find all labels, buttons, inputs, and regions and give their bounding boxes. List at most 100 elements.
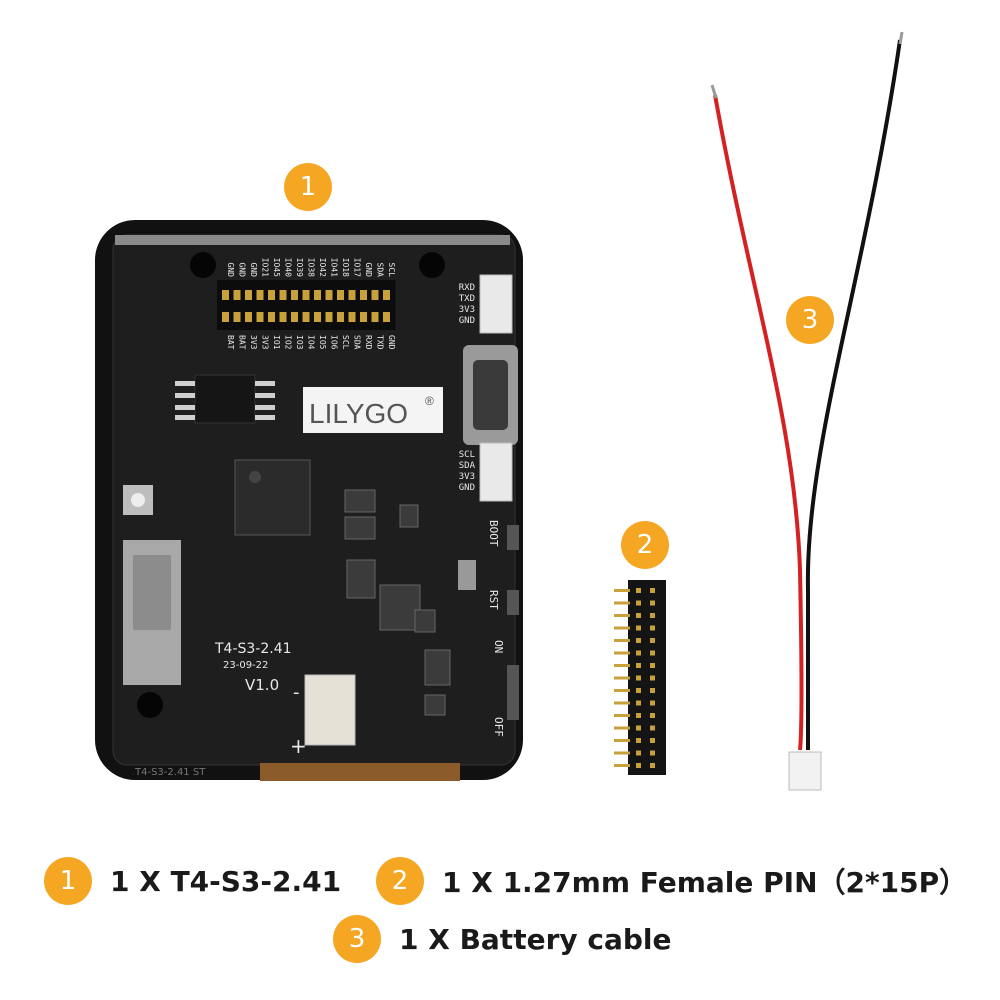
gold-pin [614,701,630,705]
i2c-connector [479,442,513,502]
model-silkscreen: T4-S3-2.41 [214,641,292,657]
pin-label: IO42 [318,258,327,277]
jst-plug [788,751,822,791]
pin-label: IO39 [295,258,304,277]
gold-pin [636,700,641,706]
gold-pin [636,625,641,631]
pin-label: RXD [364,335,373,350]
gold-pin [650,750,655,756]
gold-pin [614,626,630,630]
gold-pin [636,650,641,656]
pin-label: IO18 [341,258,350,277]
pin-label: IO5 [318,335,327,350]
gold-pin [650,588,655,593]
pin-label: GND [364,263,373,278]
rst-button [507,590,519,615]
edge-label: ON [492,640,505,653]
gold-pin [636,725,641,731]
gold-pin [614,751,630,755]
pin-label: IO3 [295,335,304,350]
flash-chip [194,374,256,424]
edge-label: OFF [492,717,505,737]
caption-text-1: 1 X T4-S3-2.41 [110,864,342,898]
caption-item-2: 2 1 X 1.27mm Female PIN（2*15P） [376,857,967,905]
gold-pin [636,663,641,668]
bottom-edge-text: T4-S3-2.41 ST [134,767,206,778]
gold-pin [650,638,655,643]
gold-pin [650,738,655,743]
caption-badge-2: 2 [376,857,424,905]
female-header-pins [614,588,655,768]
pin-label: SCL [387,263,396,278]
gold-pin [636,688,641,693]
pin-label: GND [238,263,247,278]
lilygo-logo-plate [303,387,443,433]
black-wire [805,39,902,750]
lilygo-logo: LILYGO [309,398,408,429]
gold-pin [614,601,630,605]
board-top-rail [115,235,510,245]
gold-pin [614,639,630,642]
connector-pin-label: TXD [459,294,475,304]
gold-pin [614,651,630,655]
gold-pin [650,650,655,656]
gold-pin [614,589,630,592]
gold-pin [650,675,655,681]
gold-pin [614,726,630,730]
connector-pin-label: SDA [459,461,476,471]
uart-connector [479,274,513,334]
pin-label: IO40 [284,258,293,277]
pin-label: IO6 [330,335,339,350]
female-header-body [628,580,666,775]
gold-pin [614,714,630,717]
pin-label: 3V3 [249,335,258,350]
mount-hole [137,692,163,718]
boot-button [507,525,519,550]
gold-pin [614,764,630,767]
caption-item-3: 3 1 X Battery cable [333,915,672,963]
gold-pin [650,725,655,731]
gold-pin [650,688,655,693]
gold-pin [614,614,630,617]
cap-component [458,560,476,590]
battery-minus-label: - [293,682,300,703]
gold-pin [636,713,641,718]
gold-pin [636,638,641,643]
item-badge-3: 3 [786,296,834,344]
connector-pin-label: RXD [459,283,475,293]
gold-pin [636,750,641,756]
pin-label: GND [387,335,396,350]
pin-label: TXD [376,335,385,350]
connector-pin-label: SCL [459,450,475,460]
date-silkscreen: 23-09-22 [223,660,268,671]
pin-header-2x15 [217,280,396,330]
pin-label: IO38 [307,258,316,277]
connector-pin-label: GND [459,483,475,493]
pin-label: SDA [353,335,362,350]
pin-label: GND [249,263,258,278]
pin-label: IO21 [261,258,270,277]
gold-pin [614,689,630,692]
espressif-logo [249,471,261,483]
item-badge-1: 1 [284,163,332,211]
female-pin-header-image [614,580,666,775]
caption-badge-3: 3 [333,915,381,963]
pin-label: IO17 [353,258,362,277]
pin-label: IO2 [284,335,293,350]
gold-pin [636,675,641,681]
gold-pin [650,763,655,768]
gold-pin [650,700,655,706]
gold-pin [636,613,641,618]
gold-pin [636,738,641,743]
edge-label: BOOT [487,520,500,547]
caption-text-2: 1 X 1.27mm Female PIN（2*15P） [442,866,968,899]
gold-pin [636,588,641,593]
pin-label: SDA [376,263,385,278]
red-wire [713,94,804,751]
gold-pin [636,600,641,606]
